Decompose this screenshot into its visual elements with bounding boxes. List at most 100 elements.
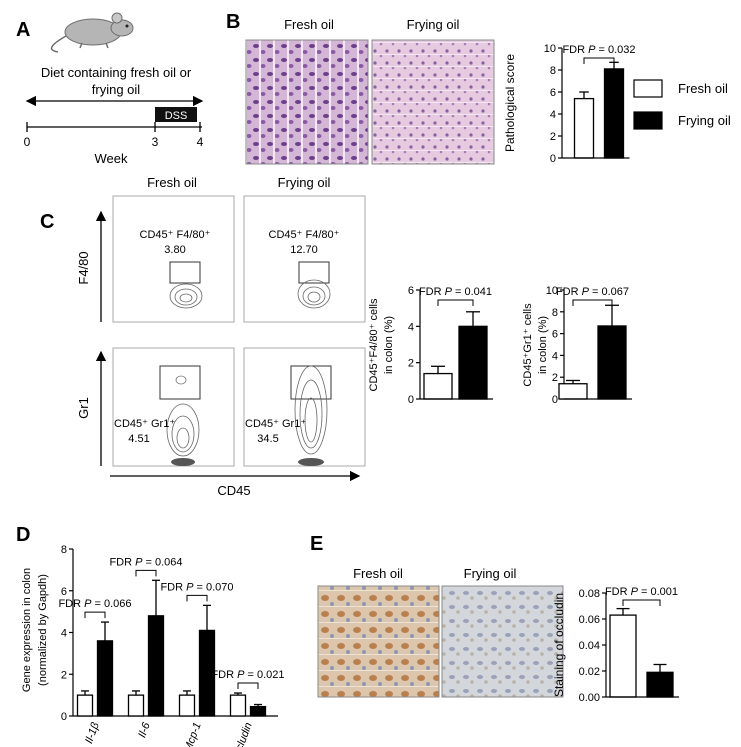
chart-c1-bar-fresh-oil <box>423 372 453 400</box>
flow-y-label-f480: F4/80 <box>76 251 91 284</box>
ihc-image-frying-title: Frying oil <box>464 566 517 581</box>
chart-c1-y-tick-label: 6 <box>408 285 414 297</box>
chart-c2-bar-frying-oil <box>597 325 627 400</box>
legend-label-frying-oil: Frying oil <box>678 113 731 128</box>
chart-c2-y-tick-label: 2 <box>552 372 558 384</box>
panel-b: B Fresh oil Frying oil <box>226 11 495 165</box>
chart-b-y-tick-label: 6 <box>550 87 556 99</box>
chart-b-y-tick-label: 10 <box>544 43 556 55</box>
chart-b-y-tick-label: 0 <box>550 153 556 165</box>
chart-b-bar-frying-oil <box>603 68 625 159</box>
flow-plot-f480-frying: CD45⁺ F4/80⁺ 12.70 <box>243 195 366 323</box>
chart-e-y-label: Staining of occludin <box>552 593 566 697</box>
chart-c1-annotation: FDR P = 0.041 <box>419 286 492 298</box>
flow-col-fresh-title: Fresh oil <box>147 175 197 190</box>
chart-b-y-tick-label: 2 <box>550 131 556 143</box>
chart-d-bar-fresh-oil <box>76 694 94 717</box>
panel-d-letter: D <box>16 524 30 546</box>
chart-d-y-label-line1: Gene expression in colon <box>21 568 33 692</box>
panel-e-letter: E <box>310 533 323 555</box>
chart-d-y-tick-label: 2 <box>61 669 67 681</box>
chart-d-annotation: FDR P = 0.021 <box>211 669 284 681</box>
flow-plot-gr1-fresh: CD45⁺ Gr1⁺ 4.51 <box>112 347 235 467</box>
chart-c1-y-tick-label: 2 <box>408 358 414 370</box>
flow-y-label-gr1: Gr1 <box>76 397 91 419</box>
gate-name-gr1-fresh: CD45⁺ Gr1⁺ <box>114 418 175 430</box>
chart-b-bracket <box>583 57 615 64</box>
chart-c1-bar-frying-oil <box>458 325 488 400</box>
chart-b-annotation: FDR P = 0.032 <box>562 44 635 56</box>
chart-c2-y-tick-label: 8 <box>552 307 558 319</box>
gate-name-f480-fresh: CD45⁺ F4/80⁺ <box>140 229 211 241</box>
legend-swatch-frying-oil <box>633 111 663 130</box>
chart-d-bar-frying-oil <box>249 705 267 717</box>
chart-d-annotation: FDR P = 0.064 <box>109 556 182 568</box>
chart-d-bar-frying-oil <box>96 640 114 717</box>
chart-d-y-tick-label: 0 <box>61 711 67 723</box>
chart-e-bar-fresh-oil <box>609 614 637 698</box>
panel-c-letter: C <box>40 211 54 233</box>
chart-b-y-label: Pathological score <box>503 54 517 152</box>
flow-plot-gr1-frying: CD45⁺ Gr1⁺ 34.5 <box>243 347 366 467</box>
he-image-fresh-title: Fresh oil <box>284 17 334 32</box>
ihc-image-fresh-oil <box>317 585 440 698</box>
chart-d-y-tick-label: 6 <box>61 586 67 598</box>
gate-value-f480-fresh: 3.80 <box>164 244 185 256</box>
chart-d-y-label-line2: (normalized by Gapdh) <box>37 574 49 686</box>
chart-c2-y-tick-label: 6 <box>552 329 558 341</box>
he-image-fresh-oil <box>245 39 369 165</box>
chart-e: 0.00 0.02 0.04 0.06 0.08 Staining of occludin… <box>552 586 679 704</box>
chart-c2-y-tick-label: 0 <box>552 394 558 406</box>
chart-e-y-tick-label: 0.06 <box>579 614 600 626</box>
chart-b-y-tick-label: 4 <box>550 109 556 121</box>
chart-b-bar-fresh-oil <box>573 97 595 159</box>
panel-b-letter: B <box>226 11 240 33</box>
flow-plot-f480-fresh: CD45⁺ F4/80⁺ 3.80 <box>112 195 235 323</box>
chart-e-y-tick-label: 0.02 <box>579 666 600 678</box>
chart-e-y-tick-label: 0.00 <box>579 692 600 704</box>
chart-d-bracket <box>186 594 208 602</box>
chart-d-annotation: FDR P = 0.066 <box>58 598 131 610</box>
chart-c2-y-tick-label: 4 <box>552 350 558 362</box>
he-image-frying-oil <box>371 39 495 165</box>
chart-c1-y-tick-label: 4 <box>408 321 414 333</box>
chart-c1-bracket <box>437 299 474 306</box>
chart-c2-y-label-line2: in colon (%) <box>537 316 549 374</box>
week-label: Week <box>95 151 128 166</box>
flow-col-frying-title: Frying oil <box>278 175 331 190</box>
chart-d-y-tick-label: 8 <box>61 544 67 556</box>
legend: Fresh oil Frying oil <box>633 79 731 130</box>
gate-value-gr1-fresh: 4.51 <box>128 433 149 445</box>
flow-x-label-cd45: CD45 <box>217 483 250 498</box>
ihc-image-frying-oil <box>441 585 564 698</box>
chart-e-y-tick-label: 0.08 <box>579 588 600 600</box>
gate-name-gr1-frying: CD45⁺ Gr1⁺ <box>245 418 306 430</box>
week-tick-4: 4 <box>197 135 204 149</box>
panel-e: E Fresh oil Frying oil <box>310 533 564 698</box>
chart-e-y-tick-label: 0.04 <box>579 640 600 652</box>
chart-b-y-tick-label: 8 <box>550 65 556 77</box>
panel-a: A Diet containing fresh oil or frying oi… <box>16 12 204 166</box>
chart-d-bracket <box>84 611 106 619</box>
legend-swatch-fresh-oil <box>633 79 663 98</box>
panel-c: C Fresh oil Frying oil CD45⁺ F4/80⁺ 3.80… <box>40 175 366 498</box>
he-image-frying-title: Frying oil <box>407 17 460 32</box>
chart-c1-y-tick-label: 0 <box>408 394 414 406</box>
chart-c1-y-label-line2: in colon (%) <box>383 316 395 374</box>
week-tick-0: 0 <box>24 135 31 149</box>
chart-d-x-tick-label: Mcp-1 <box>182 721 204 747</box>
chart-c2-y-tick-label: 10 <box>546 285 558 297</box>
chart-c1-y-label-line1: CD45⁺F4/80⁺ cells <box>368 298 380 391</box>
ihc-image-fresh-title: Fresh oil <box>353 566 403 581</box>
chart-d-bar-fresh-oil <box>178 694 196 717</box>
chart-c2-bar-fresh-oil <box>558 383 588 400</box>
panel-a-letter: A <box>16 19 30 41</box>
chart-d-x-tick-label: Il-1β <box>83 720 102 745</box>
gate-value-f480-frying: 12.70 <box>290 244 318 256</box>
week-tick-3: 3 <box>152 135 159 149</box>
chart-d-bracket <box>135 569 157 577</box>
